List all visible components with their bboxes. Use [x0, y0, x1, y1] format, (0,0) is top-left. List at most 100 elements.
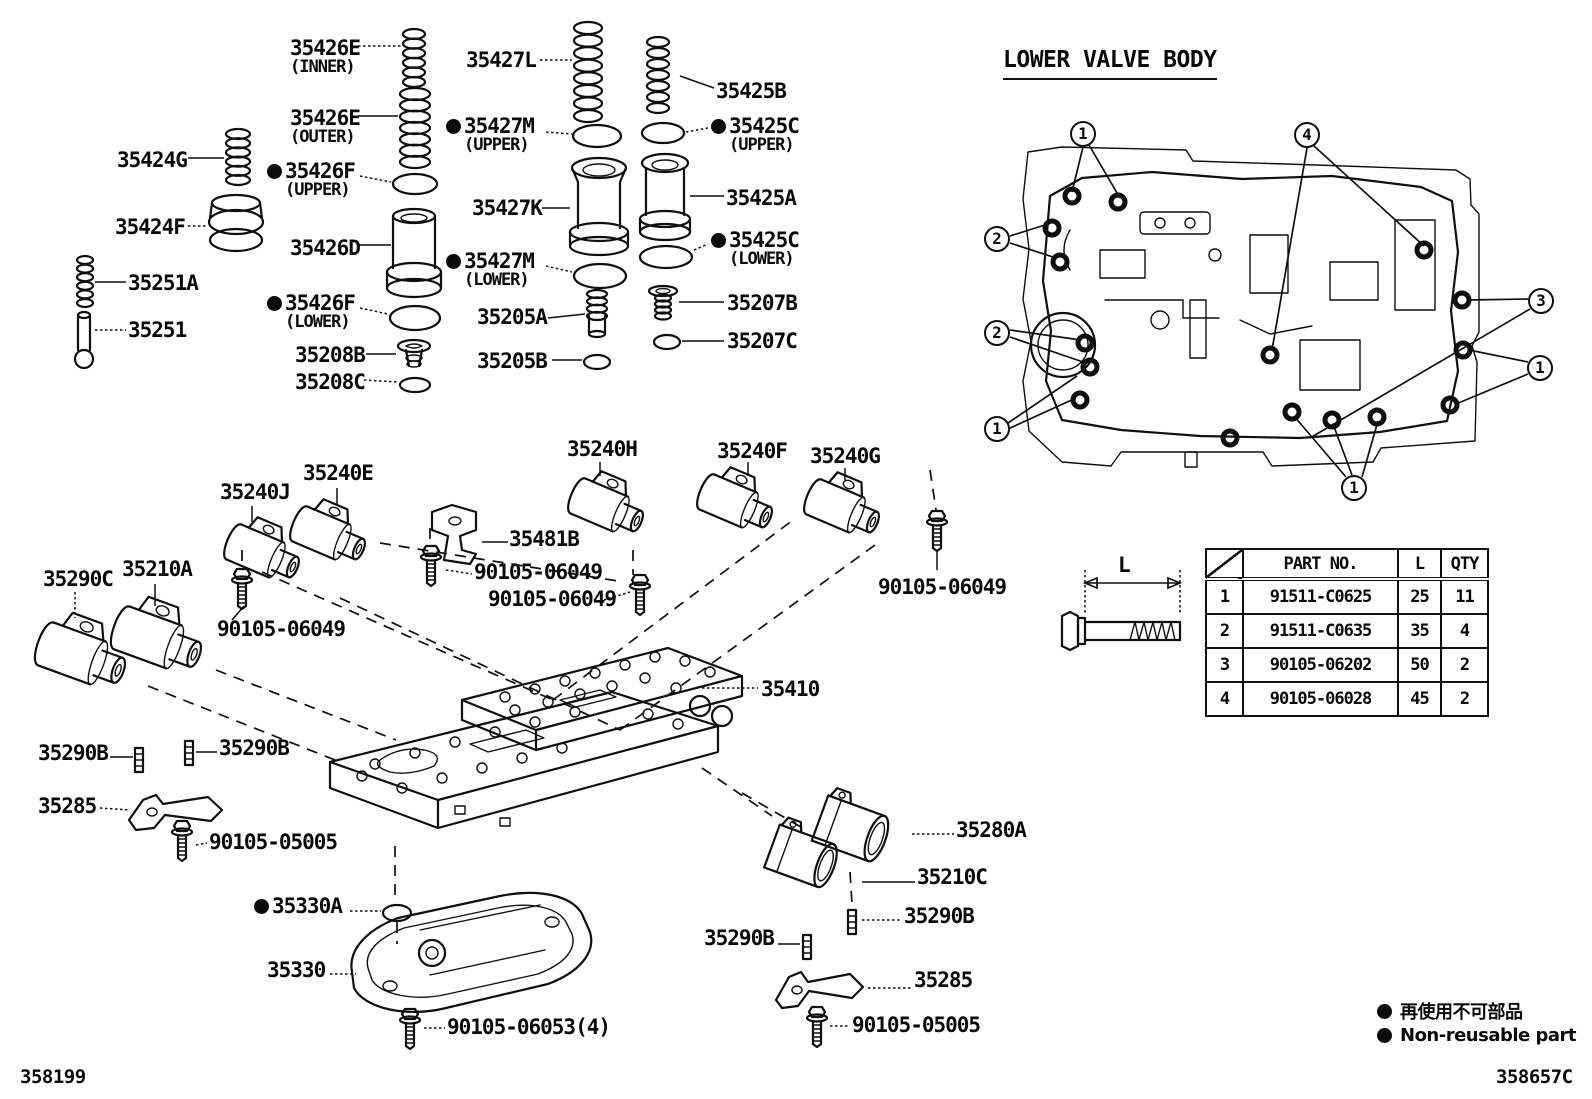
oil-strainer-35330 — [351, 893, 591, 1012]
section-title: LOWER VALVE BODY — [1003, 47, 1217, 80]
valve-35425a — [640, 154, 690, 240]
part-label-35240g: 35240G — [810, 444, 881, 468]
part-label-35427k: 35427K — [472, 196, 543, 220]
non-reusable-dot-icon — [1377, 1028, 1392, 1043]
bolt-length-dim-label: L — [1118, 553, 1131, 577]
part-label-90105-06049-2: 90105-06049 — [488, 587, 617, 611]
part-label-35426e-inner: 35426E(INNER) — [290, 36, 361, 78]
non-reusable-dot-icon — [446, 254, 461, 269]
bolt-90105-06049-g — [925, 509, 949, 553]
part-label-35425a: 35425A — [726, 186, 797, 210]
part-label-35205b: 35205B — [477, 349, 548, 373]
part-label-35290b-1: 35290B — [38, 741, 109, 765]
solenoid-35240f — [692, 458, 784, 538]
part-label-35240h: 35240H — [567, 437, 638, 461]
spring-35426e-inner — [403, 29, 425, 87]
table-cell-qty: 4 — [1440, 613, 1489, 649]
bolt-90105-06049-j — [230, 567, 254, 611]
table-cell-ref: 2 — [1205, 613, 1244, 649]
bolt-table-row: 4 90105-06028 45 2 — [1205, 681, 1489, 717]
solenoid-35290c — [29, 603, 138, 695]
callout-1: 1 — [1070, 121, 1096, 147]
exploded-alignment-dashes — [148, 470, 936, 944]
spring-35425b — [647, 37, 669, 113]
part-label-35290b-4: 35290B — [704, 926, 775, 950]
part-label-35427m-upper: 35427M(UPPER) — [446, 115, 535, 155]
part-label-35251a: 35251A — [128, 271, 199, 295]
callout-3: 3 — [1528, 288, 1554, 314]
spring-35251a — [77, 256, 93, 307]
bolt-table-header-part: PART NO. — [1242, 548, 1399, 581]
bracket-35481b — [432, 505, 476, 564]
part-label-35208b: 35208B — [295, 343, 366, 367]
part-label-90105-06049-4: 90105-06049 — [217, 617, 346, 641]
part-label-35427l: 35427L — [466, 48, 537, 72]
snap-ring-35208c — [400, 378, 430, 392]
non-reusable-dot-icon — [446, 119, 461, 134]
non-reusable-dot-icon — [1377, 1003, 1392, 1019]
part-label-35425c-upper: 35425C(UPPER) — [711, 115, 800, 155]
spring-35427l — [574, 22, 602, 122]
valve-35426d — [387, 209, 441, 297]
valve-35207b — [649, 286, 677, 320]
part-label-35207c: 35207C — [727, 329, 798, 353]
bolt-90105-05005-left — [170, 819, 194, 863]
part-label-90105-06053: 90105-06053(4) — [447, 1015, 611, 1039]
pin-35251 — [75, 312, 93, 368]
non-reusable-dot-icon — [254, 899, 269, 914]
part-label-90105-06049-1: 90105-06049 — [474, 560, 603, 584]
bolt-table-row: 3 90105-06202 50 2 — [1205, 647, 1489, 683]
part-label-35285-right: 35285 — [914, 968, 973, 992]
non-reusable-dot-icon — [267, 296, 282, 311]
bolt-90105-06049-h — [628, 573, 652, 617]
callout-1b: 1 — [984, 416, 1010, 442]
table-cell-part: 90105-06028 — [1242, 681, 1399, 717]
part-label-35425b: 35425B — [716, 79, 787, 103]
part-label-35330a: 35330A — [254, 895, 343, 917]
part-label-35426f-lower: 35426F(LOWER) — [267, 292, 356, 332]
part-label-35207b: 35207B — [727, 291, 798, 315]
part-label-35208c: 35208C — [295, 370, 366, 394]
part-label-35240e: 35240E — [303, 461, 374, 485]
spring-35426e-outer — [400, 88, 430, 168]
part-label-35240f: 35240F — [717, 439, 788, 463]
part-label-35330: 35330 — [267, 958, 326, 982]
bolt-table-row: 1 91511-C0625 25 11 — [1205, 578, 1489, 615]
screw-35208b — [398, 340, 430, 367]
o-ring-35425c-upper — [642, 123, 684, 143]
bolt-table-header-row: PART NO. L QTY — [1205, 548, 1489, 581]
pin-35290b-2 — [183, 739, 195, 767]
figure-code-left: 358199 — [20, 1066, 86, 1088]
part-label-35426e-outer: 35426E(OUTER) — [290, 106, 361, 148]
table-cell-qty: 2 — [1440, 647, 1489, 683]
o-ring-35426f-upper — [393, 174, 437, 194]
o-ring-35427m-upper — [573, 125, 621, 147]
non-reusable-dot-icon — [711, 119, 726, 134]
pin-35290b-4 — [801, 933, 813, 961]
part-label-35290b-2: 35290B — [219, 736, 290, 760]
bolt-dimension-drawing — [1062, 570, 1180, 650]
part-label-35426d: 35426D — [290, 236, 361, 260]
part-label-35410: 35410 — [761, 677, 820, 701]
table-cell-part: 91511-C0625 — [1242, 578, 1399, 615]
part-label-35205a: 35205A — [477, 305, 548, 329]
part-label-35290b-3: 35290B — [904, 904, 975, 928]
valve-body-assembly-35410 — [330, 648, 742, 828]
part-label-35210c: 35210C — [917, 865, 988, 889]
non-reusable-dot-icon — [267, 164, 282, 179]
part-label-35426f-upper: 35426F(UPPER) — [267, 160, 356, 200]
part-label-35481b: 35481B — [509, 527, 580, 551]
part-label-35424f: 35424F — [115, 215, 186, 239]
pin-35290b-1 — [133, 746, 145, 774]
bolt-90105-06053 — [398, 1007, 422, 1051]
callout-1d: 1 — [1341, 475, 1367, 501]
o-ring-35427m-lower — [574, 264, 626, 288]
o-ring-35205b — [584, 355, 610, 369]
part-label-35424g: 35424G — [117, 148, 188, 172]
plug-35424f — [209, 195, 263, 251]
bracket-35285-left — [129, 795, 222, 830]
bolt-table-header-l: L — [1397, 548, 1442, 581]
legend-non-reusable-jp: 再使用不可部品 — [1377, 998, 1523, 1024]
table-cell-qty: 11 — [1440, 578, 1489, 615]
solenoid-35240e — [285, 490, 377, 570]
